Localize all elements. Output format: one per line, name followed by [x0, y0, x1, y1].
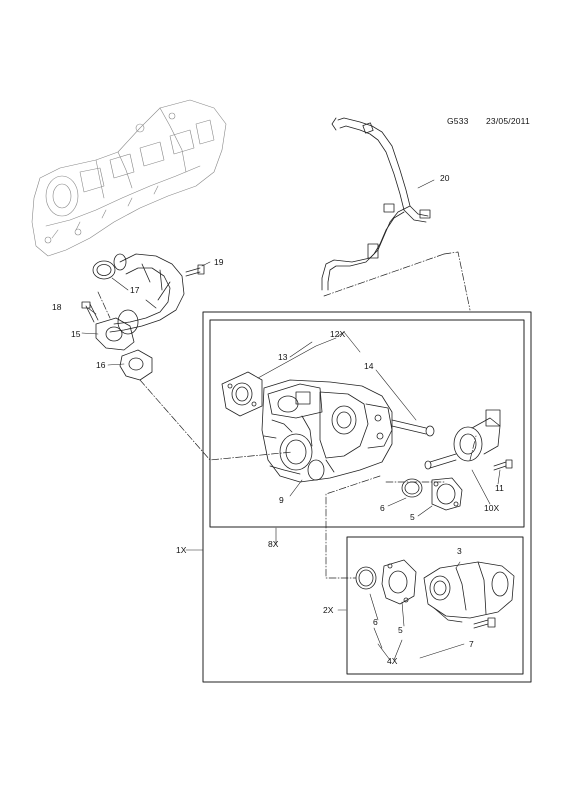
gasket-5-upper	[431, 477, 463, 511]
assembly-1x-frame	[202, 311, 532, 683]
callout-11: 11	[495, 483, 504, 493]
callout-20: 20	[440, 173, 450, 183]
callout-18: 18	[52, 302, 62, 312]
callout-17: 17	[130, 285, 140, 295]
screw-7	[473, 617, 496, 629]
actuator-10x	[424, 409, 501, 470]
callout-4x: 4X	[387, 656, 398, 666]
callout-6-lower: 6	[373, 617, 378, 627]
callout-6-upper: 6	[380, 503, 385, 513]
assembly-8x-frame	[209, 319, 525, 528]
leader-lines	[81, 179, 501, 661]
callout-12x: 12X	[330, 329, 346, 339]
gasket-13	[221, 371, 263, 417]
callout-2x: 2X	[323, 605, 334, 615]
gasket-5-lower	[381, 559, 417, 605]
egr-valve-body	[261, 379, 393, 483]
callout-16: 16	[96, 360, 106, 370]
callout-14: 14	[364, 361, 374, 371]
egr-valve-3	[423, 561, 515, 623]
diagram-code: G533	[447, 116, 469, 126]
bolt-19	[185, 264, 205, 277]
callout-10x: 10X	[484, 503, 500, 513]
callout-1x: 1X	[176, 545, 187, 555]
screw-11	[493, 459, 513, 471]
gasket-16	[119, 349, 153, 381]
callout-5-upper: 5	[410, 512, 415, 522]
callout-5-lower: 5	[398, 625, 403, 635]
vacuum-hose	[321, 117, 431, 291]
assembly-2x-frame	[346, 536, 524, 675]
callout-7: 7	[469, 639, 474, 649]
callout-15: 15	[71, 329, 81, 339]
callout-19: 19	[214, 257, 224, 267]
callout-9: 9	[279, 495, 284, 505]
egr-pipe	[92, 253, 185, 335]
bolt-18	[81, 301, 99, 323]
callout-13: 13	[278, 352, 288, 362]
gasket-6-lower	[355, 566, 377, 590]
flange-15	[95, 317, 135, 351]
assembly-lines	[97, 251, 477, 579]
intake-manifold	[31, 99, 227, 257]
diagram-date: 23/05/2011	[486, 116, 530, 126]
bolt-14	[391, 419, 435, 437]
callout-8x: 8X	[268, 539, 279, 549]
callout-3: 3	[457, 546, 462, 556]
